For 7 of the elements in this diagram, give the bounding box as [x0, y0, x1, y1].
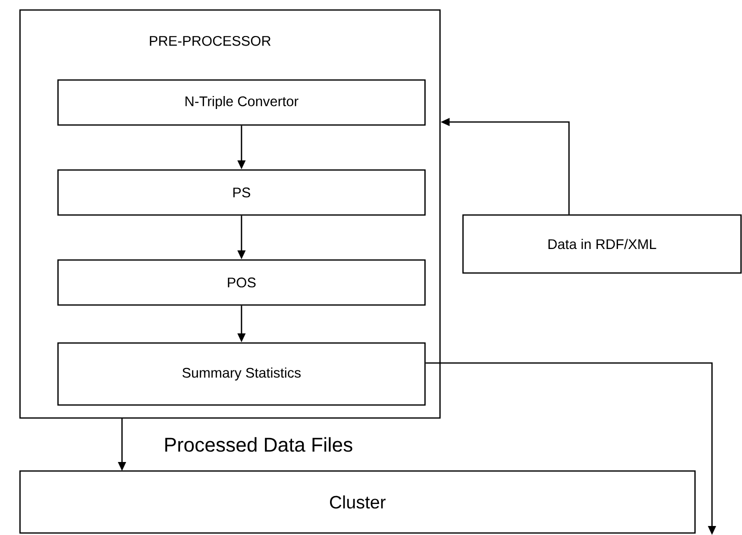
edge-label: Processed Data Files [162, 436, 354, 453]
process-box: Cluster [19, 470, 696, 534]
process-box: Summary Statistics [57, 342, 426, 406]
process-box: PS [57, 169, 426, 216]
process-box: Data in RDF/XML [462, 214, 742, 274]
process-box: POS [57, 259, 426, 306]
process-box: N-Triple Convertor [57, 79, 426, 126]
